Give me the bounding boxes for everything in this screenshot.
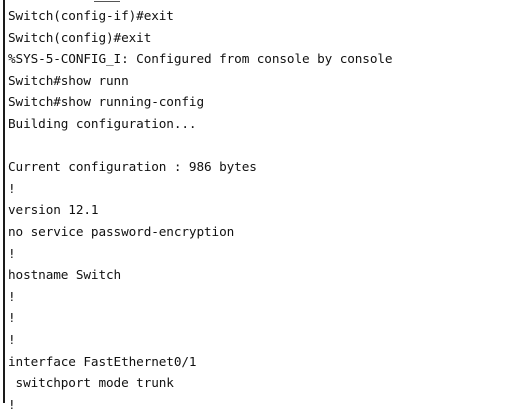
console-line: switchport mode trunk [8,375,174,391]
console-line: Building configuration... [8,115,197,131]
console-line: no service password-encryption [8,223,235,239]
console-line: %SYS-5-CONFIG_I: Configured from console… [8,51,393,67]
console-line: ! [8,331,16,347]
console-line: ! [8,288,16,304]
console-line: ! [8,396,16,412]
console-line: version 12.1 [8,202,99,218]
console-line: Switch#show runn [8,72,129,88]
console-line [8,135,526,157]
console-line: hostname Switch [8,267,122,283]
console-line: ! [8,245,16,261]
console-line: interface FastEthernet0/1 [8,353,197,369]
window-left-border [3,0,5,403]
console-line: Switch(config-if)#exit [8,8,174,23]
console-line: ! [8,180,16,196]
clipped-text-fragment [94,0,120,3]
console-line: Switch#show running-config [8,94,205,110]
console-line: Current configuration : 986 bytes [8,159,257,175]
console-line: Switch(config)#exit [8,29,152,45]
console-line: ! [8,310,16,326]
